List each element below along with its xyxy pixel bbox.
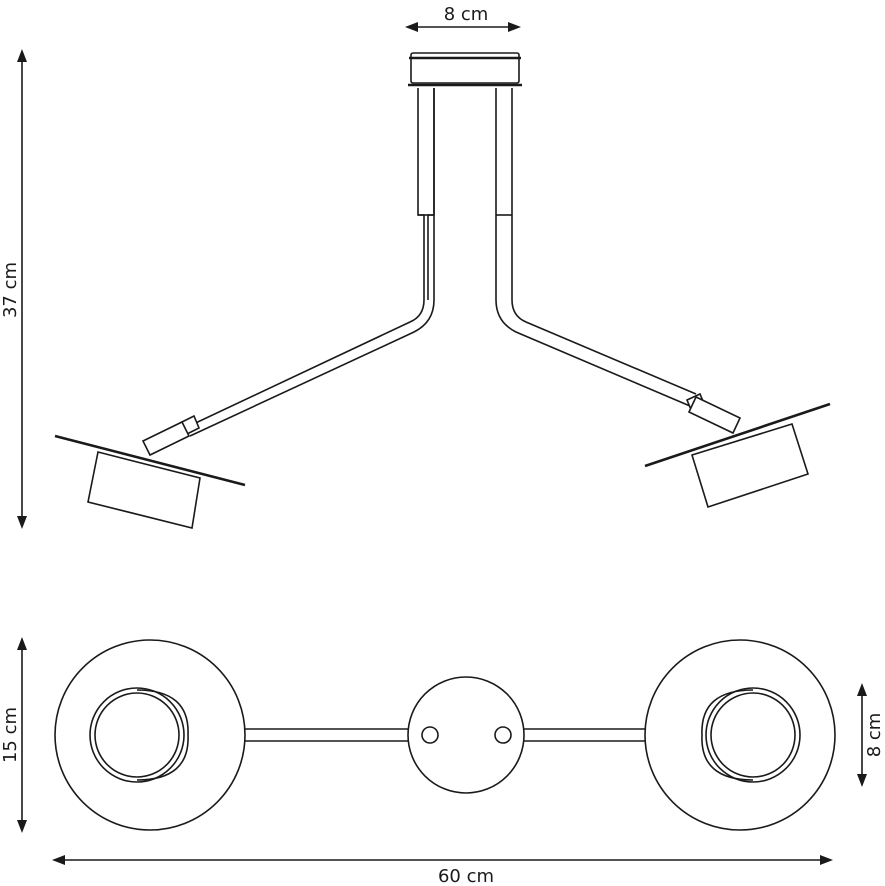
total-height-label: 37 cm (0, 262, 21, 318)
left-arm (184, 88, 435, 429)
canopy-depth-label: 15 cm (0, 707, 21, 763)
top-width-label: 8 cm (444, 4, 489, 25)
left-shade-top (54, 639, 246, 831)
right-arm-outer (511, 88, 697, 395)
total-width-label: 60 cm (438, 866, 494, 886)
dimension-total-height: 37 cm (0, 49, 27, 529)
ceiling-canopy (408, 52, 522, 87)
right-joint (685, 392, 742, 435)
dimension-top-width: 8 cm (405, 4, 521, 32)
right-shade-top (644, 639, 836, 831)
left-joint (141, 414, 201, 457)
dimension-canopy-depth: 15 cm (0, 637, 27, 833)
top-canopy (407, 676, 525, 794)
side-view (54, 52, 831, 529)
top-view (54, 639, 836, 831)
right-shade (644, 402, 831, 509)
left-shade (54, 434, 246, 529)
shade-diameter-label: 8 cm (864, 713, 885, 758)
dimension-shade-diameter: 8 cm (857, 683, 885, 787)
dimension-total-width: 60 cm (52, 855, 833, 886)
right-arm (495, 88, 691, 407)
left-arm-outer (189, 88, 435, 437)
